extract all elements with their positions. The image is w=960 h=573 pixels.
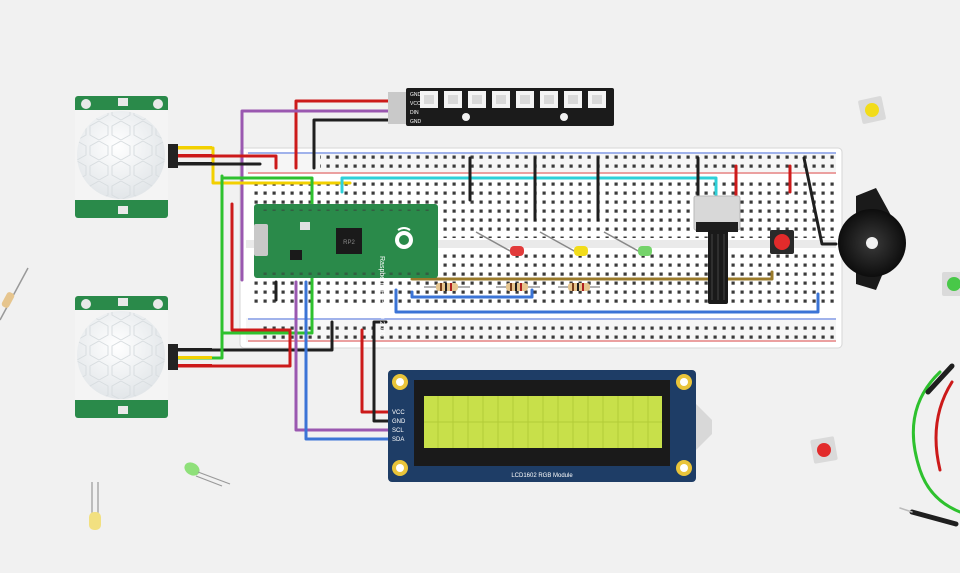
pir-sensor-bottom [75, 296, 212, 418]
pico-label: Raspberry Pi Pico © 2020 [378, 256, 386, 337]
buzzer [838, 188, 906, 290]
wire-neopixel-vcc [294, 99, 394, 170]
wire-buzzer [802, 156, 838, 246]
loose-button-red [810, 436, 838, 464]
resistor-3 [558, 283, 600, 291]
loose-jumper-wires [899, 363, 960, 527]
neopixel-strip: GND VCC DIN GND [388, 88, 614, 126]
wire-blue-long [394, 288, 820, 314]
raspberry-logo [395, 227, 413, 249]
wire-lcd-vcc [360, 328, 390, 414]
wire-neopixel-gnd [312, 118, 394, 170]
loose-green-led [184, 462, 231, 487]
loose-yellow-led [89, 482, 101, 530]
neopixel-pin-gnd2: GND [410, 119, 422, 125]
lcd-pin-gnd: GND [392, 419, 406, 425]
resistor-2 [496, 283, 540, 291]
wire-brown [410, 270, 774, 281]
loose-button-green [942, 272, 960, 296]
neopixel-pin-vcc: VCC [410, 101, 421, 107]
lcd-pin-vcc: VCC [392, 410, 405, 416]
lcd1602-module: VCC GND SCL SDA LCD1602 RGB Module [388, 370, 712, 482]
wire-lcd-sda [304, 280, 390, 441]
wire-lcd-scl [294, 280, 390, 432]
resistor-1 [424, 283, 470, 291]
raspberry-pi-pico: RP2 Raspberry Pi Pico © 2020 [254, 204, 438, 337]
lcd-pin-sda: SDA [392, 437, 404, 443]
wire-lcd-gnd [372, 320, 390, 423]
neopixel-leds [420, 91, 606, 108]
pico-chip-text: RP2 [343, 240, 355, 246]
loose-button-yellow [858, 96, 886, 124]
led-red [475, 231, 524, 256]
lcd-title: LCD1602 RGB Module [511, 473, 573, 479]
push-button [770, 230, 794, 254]
pir-sensor-top [75, 96, 212, 218]
wire-cyan [340, 176, 718, 198]
neopixel-pin-gnd1: GND [410, 92, 422, 98]
wire-red-left [230, 202, 292, 332]
lcd-pin-scl: SCL [392, 428, 404, 434]
led-yellow [539, 231, 588, 256]
wire-pir1-green [220, 174, 314, 335]
wire-neopixel-din [240, 109, 394, 282]
neopixel-pin-din: DIN [410, 110, 419, 116]
wire-blue-leds [410, 288, 534, 299]
potentiometer [693, 195, 741, 304]
led-green [603, 231, 652, 256]
wire-pir2-black [168, 320, 334, 352]
loose-resistor [0, 267, 29, 321]
